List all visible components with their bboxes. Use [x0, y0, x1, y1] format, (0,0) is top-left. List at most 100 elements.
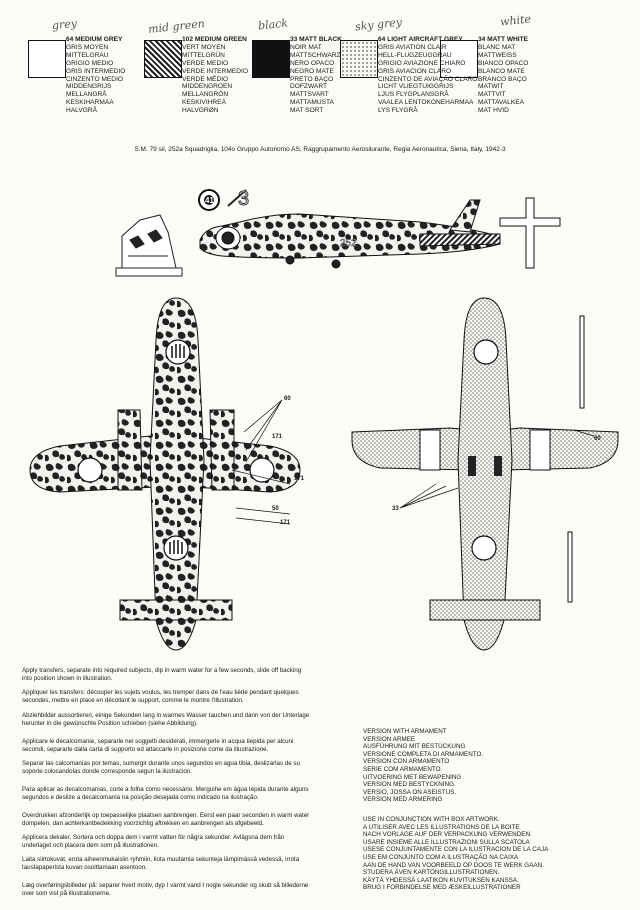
color-name: MATTAMUSTA: [290, 99, 334, 107]
swatch-matt-white: [440, 40, 478, 78]
callout-label: 60: [594, 436, 601, 442]
color-name: MIDDENGROEN: [182, 83, 233, 91]
color-name: MITTELGRAU: [66, 51, 109, 59]
armament-line: SERIE COM ARMAMENTO.: [363, 765, 443, 773]
color-name: MELLANGRÖN: [182, 91, 229, 99]
box-line: USARE INSIEME ALLE ILLUSTRAZIONI SULLA S…: [363, 838, 530, 846]
instruction-it: Applicare le decalcomanie, separarle nei…: [22, 738, 294, 753]
lower-wing-right: [499, 427, 619, 471]
color-code: 64 MEDIUM GREY: [66, 36, 123, 43]
lower-tailplane: [429, 599, 541, 621]
upper-tailplane: [119, 599, 233, 621]
color-name: MATTSVART: [290, 91, 329, 99]
upper-callout-lines: [231, 399, 291, 525]
swatch-medium-green: [144, 40, 182, 78]
color-name: LICHT VLIEGTUIGGRIJS: [378, 83, 454, 91]
aircraft-caption: S.M. 79 sil, 252a Squadriglia, 104o Grup…: [134, 146, 506, 153]
color-name: MELLANGRÅ: [66, 91, 107, 99]
color-name: CINZENTO DE AVIAÇÃO CLARO: [378, 75, 478, 83]
color-name: NEGRO MATE: [290, 67, 334, 75]
color-name: CINZENTO MEDIO: [66, 75, 124, 83]
upper-engine-right: [209, 409, 235, 491]
color-name: GRIS INTERMEDIO: [66, 67, 126, 75]
color-name: VERDE MÉDIO: [182, 75, 229, 83]
loose-parts: [567, 315, 585, 603]
box-line: BRUG I FORBINDELSE MED ÆSKEILLUSTRATIONE…: [363, 884, 521, 892]
color-name: GRIS MOYEN: [66, 43, 109, 51]
color-name: PRETO BAÇO: [290, 75, 334, 83]
lower-wing-white-right: [529, 429, 551, 471]
armament-line: VERSION WITH ARMAMENT: [363, 728, 447, 735]
box-line: KÄYTÄ YHDESSÄ LAATIKON KUVITUKSEN KANSSA…: [363, 876, 519, 884]
color-name: GRIS AVIATION CLAIR: [378, 43, 447, 51]
lower-wing-left: [351, 427, 471, 471]
color-name: NERO OPACO: [290, 59, 335, 67]
instruction-sv: Applicera dekaler. Sortera och doppa dem…: [22, 834, 285, 849]
armament-line: VERSION MED BESTYCKNING.: [363, 781, 456, 789]
lower-wing-white-left: [419, 429, 441, 471]
tail-cross: [499, 197, 561, 269]
armament-line: VERSIO, JOSSA ON ASEISTUS.: [363, 788, 457, 796]
instruction-de: Abziehbilder aussortieren, einige Sekund…: [22, 712, 310, 727]
color-name: KESKIHARMAA: [66, 99, 114, 107]
color-code: 102 MEDIUM GREEN: [182, 36, 247, 43]
callout-label: 50: [272, 506, 279, 512]
instruction-fi: Laita siirtokuvat, erota aiheenmukaisiin…: [22, 856, 300, 871]
color-name: BIANCO OPACO: [478, 59, 529, 67]
color-name: GRIGIO AVIAZIONE CHIARO: [378, 59, 466, 67]
color-column-64-light-aircraft-grey: 64 LIGHT AIRCRAFT GREY GRIS AVIATION CLA…: [378, 36, 477, 115]
color-name: VAALEA LENTOKONEHARMAA: [378, 99, 474, 107]
color-name: BLANCO MATE: [478, 67, 525, 75]
armament-version-list: VERSION WITH ARMAMENT VERSION ARMEE AUSF…: [363, 728, 483, 804]
color-name: VERDE INTERMEDIO: [182, 67, 248, 75]
color-name: MATTVIT: [478, 91, 506, 99]
roundel-label: 41: [205, 196, 214, 205]
instruction-en: Apply transfers, separate into required …: [22, 667, 302, 682]
box-line: AAN DE HAND VAN VOORBEELD OP DOOS TE WER…: [363, 861, 544, 869]
callout-label: 60: [284, 396, 291, 402]
fin-number: 3: [238, 188, 249, 210]
color-name: GRIS AVIACION CLARO: [378, 67, 452, 75]
color-name: MIDDENGRIJS: [66, 83, 112, 91]
swatch-light-aircraft-grey: [340, 40, 378, 78]
box-line: USE IN CONJUNCTION WITH BOX ARTWORK.: [363, 816, 500, 823]
color-column-34-matt-white: 34 MATT WHITE BLANC MAT MATTWEISS BIANCO…: [478, 36, 528, 115]
color-name: HALVGRØN: [182, 107, 219, 115]
armament-line: VERSIONE COMPLETA DI ARMAMENTO.: [363, 750, 484, 758]
color-name: KESKIVIHREÄ: [182, 99, 226, 107]
lower-engine-nacelles: [468, 456, 502, 476]
instruction-fr: Appliquer les transfers: découper les su…: [22, 689, 299, 704]
instruction-nl: Overdrukken afzonderlijk op toepasselijk…: [22, 812, 310, 827]
callout-label: 171: [294, 476, 305, 482]
box-line: STUDERA ÄVEN KARTONGILLUSTRATIONEN.: [363, 869, 500, 877]
instruction-es: Separar las calcomanías por temas, sumer…: [22, 760, 300, 775]
color-name: MATTSCHWARZ: [290, 51, 341, 59]
fuselage-code: 252: [340, 238, 357, 249]
color-name: MATTAVALKEA: [478, 99, 525, 107]
color-name: LJUS FLYGPLANSGRÅ: [378, 91, 449, 99]
armament-line: VERSION CON ARMAMENTO: [363, 758, 450, 766]
color-name: MATWIT: [478, 83, 504, 91]
box-line: USE EM CONJUNTO COM A ILUSTRAÇÃO NA CAIX…: [363, 853, 519, 861]
callout-label: 171: [280, 520, 291, 526]
box-line: NACH VORLAGE AUF DER VERPACKUNG VERWENDE…: [363, 831, 532, 839]
color-name: DOFZWART: [290, 83, 327, 91]
color-name: VERDE MEDIO: [182, 59, 229, 67]
box-line: USESE CONJUNTAMENTE CON LA ILUSTRACION D…: [363, 846, 549, 854]
box-artwork-list: USE IN CONJUNCTION WITH BOX ARTWORK. A U…: [363, 816, 548, 892]
color-column-102-medium-green: 102 MEDIUM GREEN VERT MOYEN MITTELGRÜN V…: [182, 36, 248, 115]
color-name: LYS FLYGRÅ: [378, 107, 418, 115]
armament-line: UITVOERING MET BEWAPENING: [363, 773, 462, 781]
color-name: NOIR MAT: [290, 43, 322, 51]
front-view-nose: [115, 214, 183, 277]
color-name: MAT HVID: [478, 107, 509, 115]
callout-label: 171: [272, 434, 283, 440]
armament-line: AUSFÜHRUNG MIT BESTÜCKUNG: [363, 743, 466, 751]
upper-engine-left: [117, 409, 143, 491]
upper-fuselage: [149, 297, 205, 651]
color-name: HALVGRÅ: [66, 107, 98, 115]
swatch-medium-grey: [28, 40, 66, 78]
